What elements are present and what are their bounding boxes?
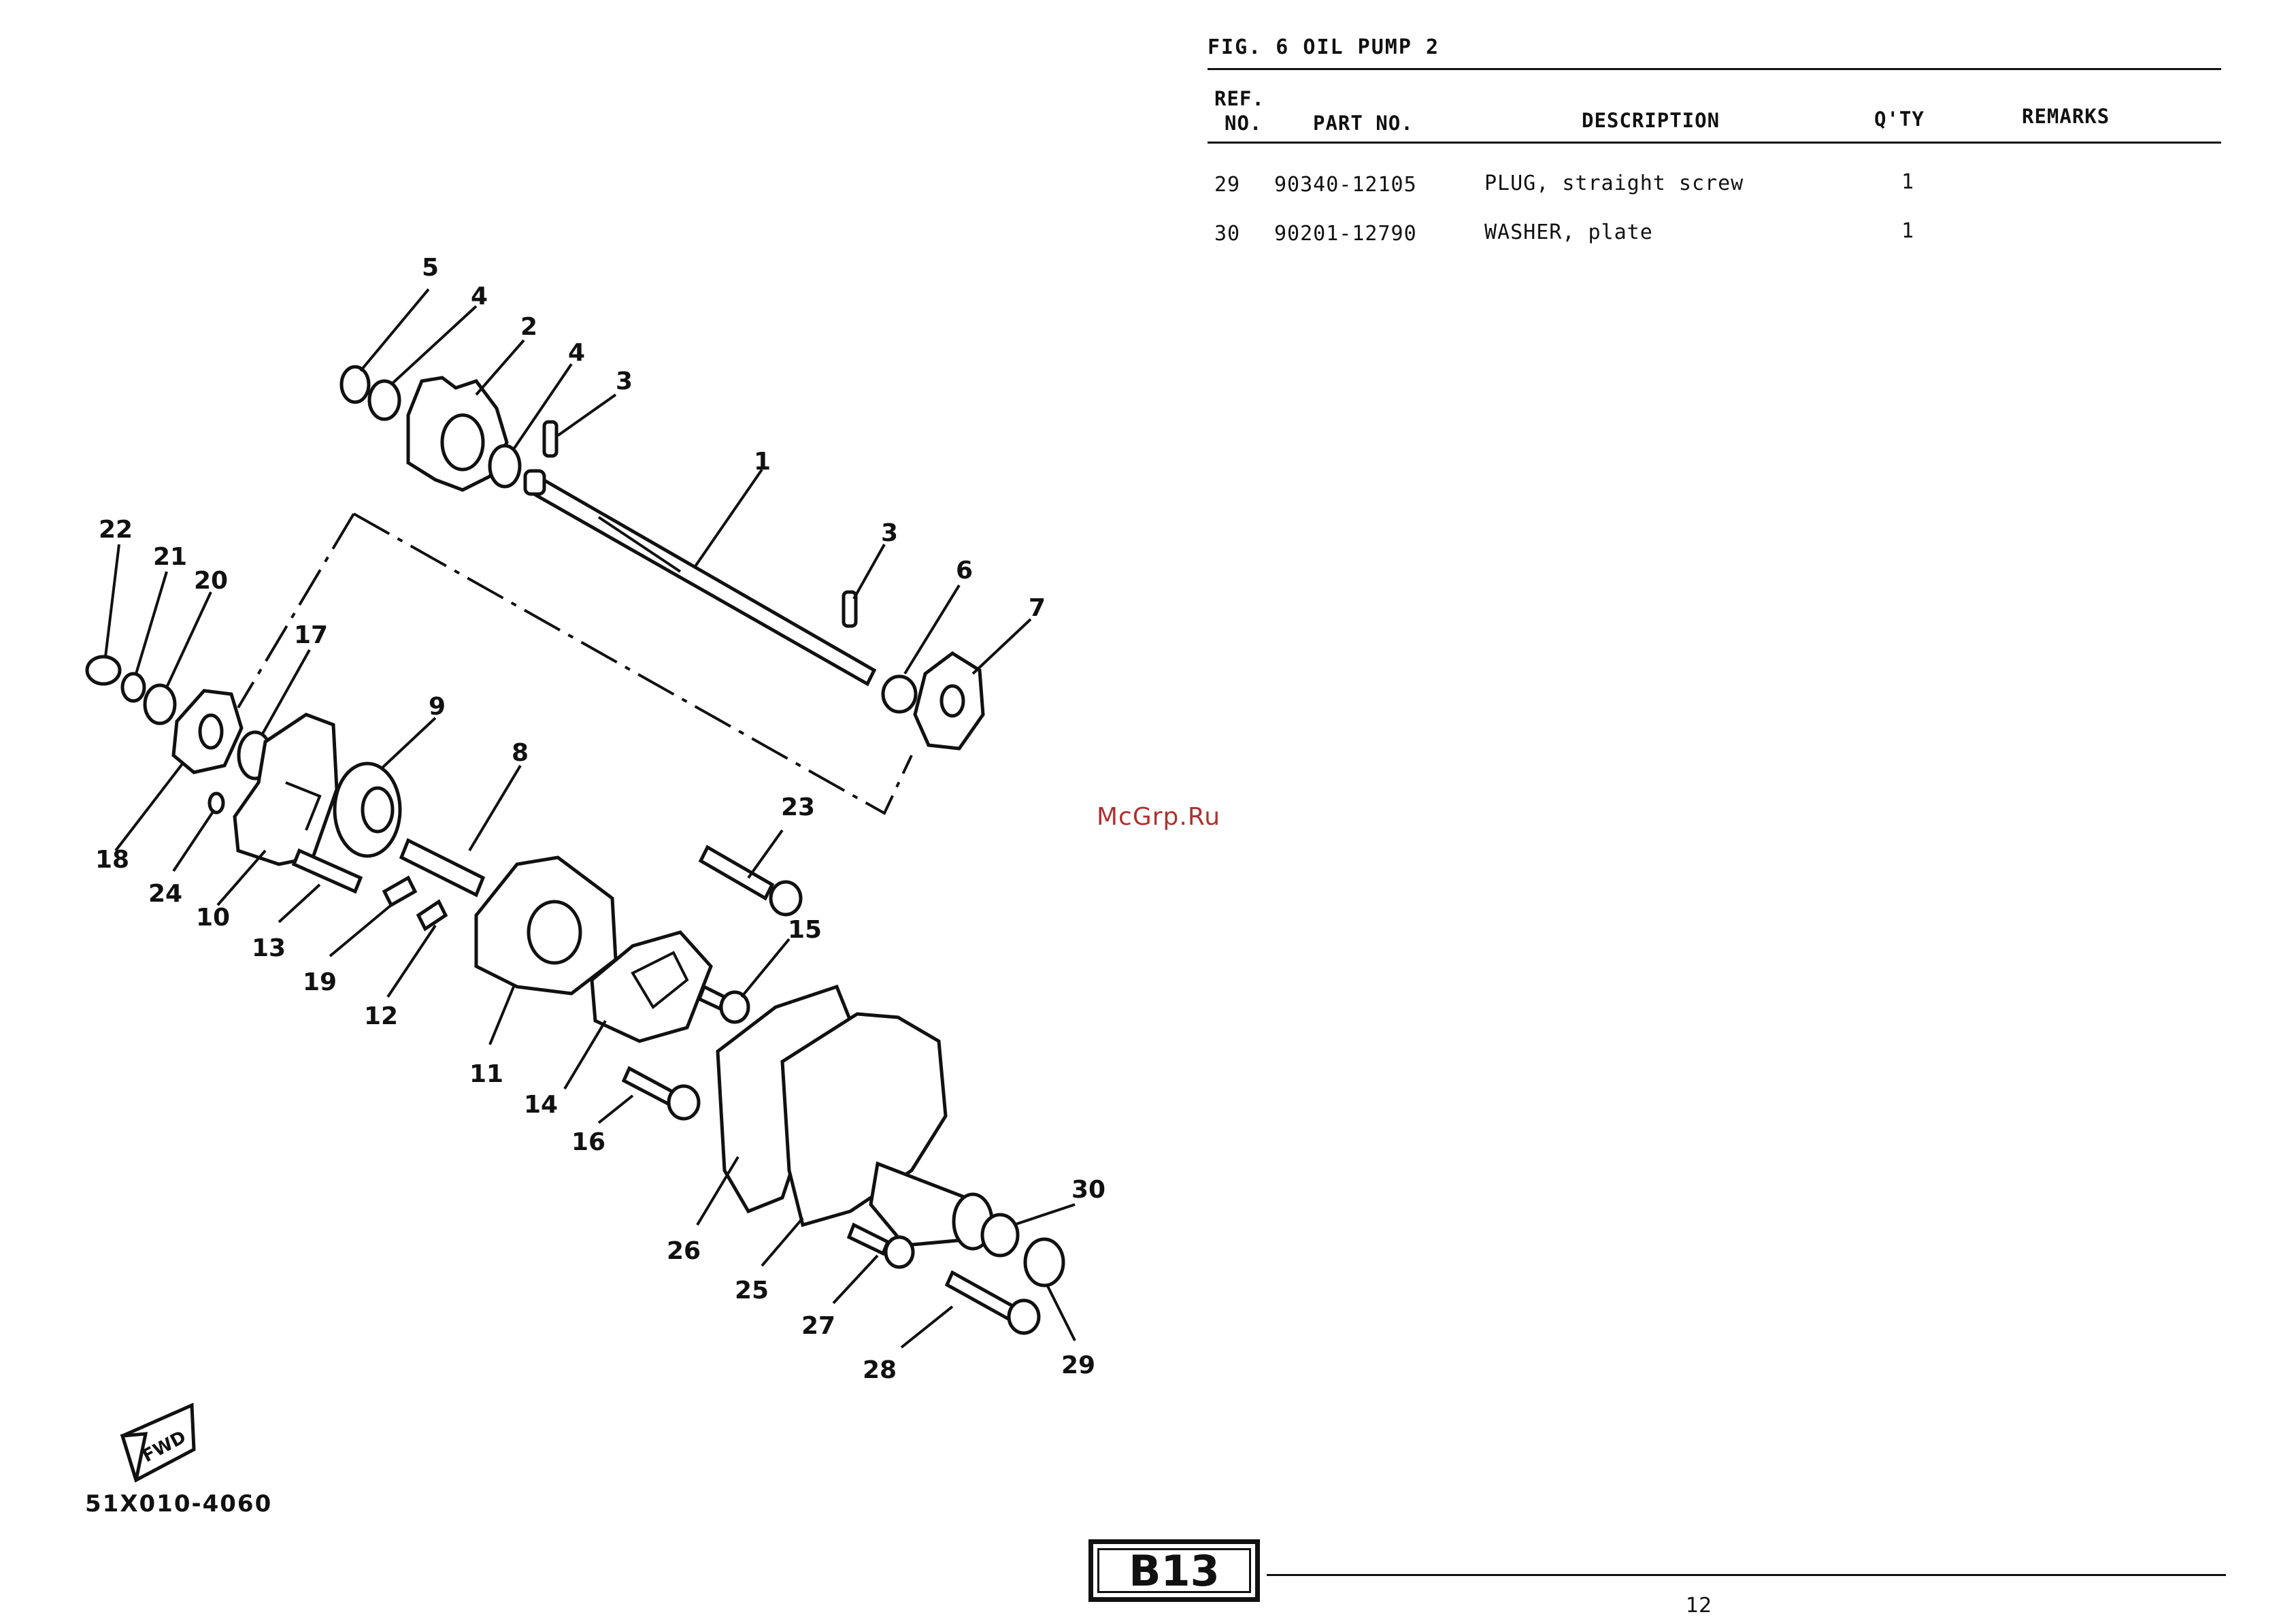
- header-description: DESCRIPTION: [1582, 109, 1720, 132]
- callout-21: 21: [153, 543, 187, 571]
- diagram-code: 51X010-4060: [85, 1490, 272, 1518]
- figure-title: FIG. 6 OIL PUMP 2: [1208, 35, 1440, 59]
- fwd-arrow-icon: FWD: [122, 1405, 194, 1480]
- watermark-link[interactable]: McGrp.Ru: [1097, 803, 1220, 831]
- gear-18: [173, 691, 242, 772]
- callout-18: 18: [95, 846, 129, 874]
- header-ref-line2: NO.: [1225, 112, 1262, 135]
- header-part-no: PART NO.: [1313, 112, 1414, 135]
- callout-2: 2: [520, 313, 537, 341]
- callout-27: 27: [801, 1312, 835, 1340]
- washer-6: [883, 676, 916, 712]
- bolt-23: [701, 847, 801, 915]
- callout-8: 8: [512, 739, 529, 767]
- callout-7: 7: [1029, 594, 1046, 622]
- washer-21: [122, 674, 144, 701]
- pin-19: [384, 878, 415, 905]
- callout-10: 10: [196, 904, 230, 932]
- callout-25: 25: [735, 1277, 769, 1305]
- row-description: PLUG, straight screw: [1484, 171, 1744, 195]
- row-qty: 1: [1901, 170, 1914, 194]
- callout-5: 5: [422, 254, 439, 282]
- row-part-no: 90201-12790: [1274, 222, 1417, 246]
- footer-rule: [1267, 1574, 2226, 1576]
- callout-19: 19: [303, 968, 337, 996]
- callout-9: 9: [429, 693, 446, 721]
- callout-23: 23: [781, 793, 815, 821]
- rotor-9: [335, 764, 400, 856]
- callout-3-lower: 3: [881, 519, 898, 547]
- gear-7: [915, 653, 983, 749]
- pin-12: [418, 902, 446, 929]
- header-remarks: REMARKS: [2022, 105, 2110, 128]
- row-part-no: 90340-12105: [1274, 173, 1417, 197]
- washer-20: [145, 685, 175, 723]
- drive-shaft: [525, 471, 874, 684]
- alignment-dashed-line-2: [238, 514, 354, 708]
- row-qty: 1: [1901, 219, 1914, 243]
- callout-17: 17: [294, 621, 328, 649]
- callout-1: 1: [754, 448, 771, 476]
- washer-4-right: [490, 446, 520, 487]
- section-badge-text: B13: [1129, 1546, 1220, 1596]
- page-number: 12: [1686, 1594, 1712, 1618]
- callout-4-left: 4: [471, 282, 488, 310]
- callout-3-top: 3: [616, 367, 633, 395]
- table-header-rule: [1208, 142, 2221, 144]
- callout-13: 13: [252, 934, 286, 962]
- pin-top: [544, 422, 556, 456]
- callout-14: 14: [524, 1091, 558, 1119]
- washer-4-left: [369, 381, 399, 419]
- nut-22: [87, 657, 120, 684]
- callout-22: 22: [99, 516, 133, 544]
- header-ref-line1: REF.: [1214, 87, 1265, 110]
- callout-28: 28: [863, 1356, 897, 1384]
- row-description: WASHER, plate: [1484, 220, 1653, 244]
- header-qty: Q'TY: [1874, 108, 1925, 131]
- callout-26: 26: [667, 1237, 701, 1265]
- callout-30: 30: [1071, 1176, 1105, 1204]
- pump-housing-11: [476, 857, 616, 994]
- row-ref: 30: [1214, 222, 1240, 246]
- callout-16: 16: [571, 1128, 605, 1156]
- exploded-parts-diagram: 1 2 3 3 4 4 5 6 7 8 9 10 11 12 13 14 15 …: [0, 0, 1157, 1623]
- washer-30: [982, 1215, 1018, 1256]
- row-ref: 29: [1214, 173, 1240, 197]
- bolt-28: [947, 1273, 1039, 1333]
- callout-20: 20: [194, 567, 228, 595]
- callout-6: 6: [956, 557, 973, 585]
- callout-15: 15: [788, 916, 822, 944]
- callout-4-right: 4: [568, 339, 585, 367]
- callout-11: 11: [469, 1060, 503, 1088]
- callout-24: 24: [148, 880, 182, 908]
- circlip-5: [342, 367, 369, 402]
- bolt-15: [699, 987, 748, 1022]
- o-ring-24: [210, 793, 223, 813]
- pin-13: [294, 851, 361, 891]
- callout-12: 12: [364, 1002, 398, 1030]
- section-badge: B13: [1088, 1539, 1260, 1602]
- callout-29: 29: [1061, 1351, 1095, 1379]
- table-top-rule: [1208, 68, 2221, 70]
- alignment-dashed-line: [354, 514, 912, 813]
- pump-cover-25: [782, 1014, 992, 1249]
- bolt-16: [624, 1068, 699, 1119]
- plug-29: [1025, 1239, 1063, 1285]
